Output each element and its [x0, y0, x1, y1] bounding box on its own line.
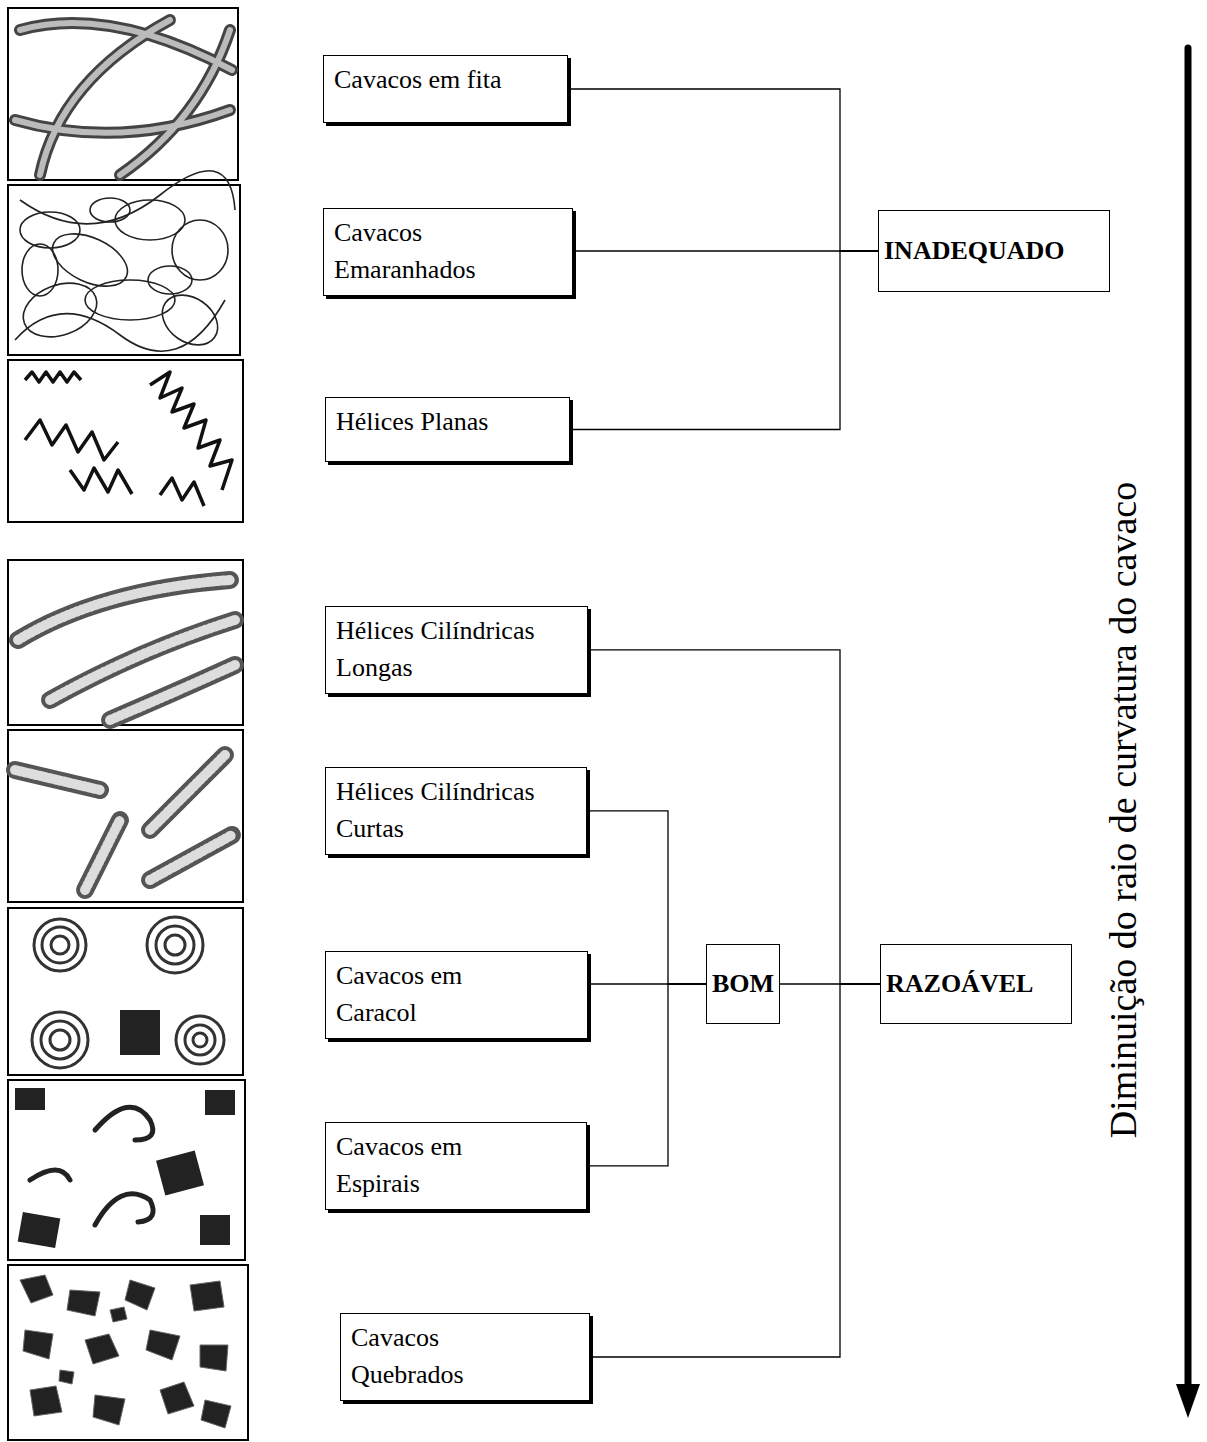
chip-type-box: Cavacos em Caracol: [325, 951, 588, 1039]
node-text: Cavacos Quebrados: [351, 1320, 501, 1394]
chip-type-box: Cavacos Quebrados: [340, 1313, 590, 1401]
node-text: Cavacos em Espirais: [336, 1129, 496, 1203]
node-text: Cavacos em fita: [334, 62, 557, 99]
node-text: Hélices Cilíndricas Longas: [336, 613, 551, 687]
node-text: Hélices Planas: [336, 404, 559, 441]
node-text: RAZOÁVEL: [886, 966, 1066, 1003]
bracket-connector: [573, 250, 878, 251]
chip-type-box: Cavacos em Espirais: [325, 1122, 587, 1210]
bracket-connector: [587, 811, 706, 984]
chip-type-box: Cavacos Emaranhados: [323, 208, 573, 296]
rating-box: INADEQUADO: [878, 210, 1110, 292]
bracket-connector: [590, 984, 880, 1357]
axis-label: Diminuição do raio de curvatura do cavac…: [1103, 482, 1145, 1138]
chip-type-box: Hélices Cilíndricas Curtas: [325, 767, 587, 855]
node-text: Cavacos em Caracol: [336, 958, 496, 1032]
bracket-connector: [568, 89, 878, 251]
bracket-connector: [588, 650, 880, 984]
bracket-connector: [570, 251, 878, 430]
node-text: Hélices Cilíndricas Curtas: [336, 774, 551, 848]
node-text: INADEQUADO: [884, 233, 1104, 270]
chip-type-box: Hélices Planas: [325, 397, 570, 462]
node-text: BOM: [712, 966, 774, 1003]
node-text: Cavacos Emaranhados: [334, 215, 494, 289]
chip-type-box: Hélices Cilíndricas Longas: [325, 606, 588, 694]
bracket-connector: [587, 984, 706, 1166]
rating-box: BOM: [706, 944, 780, 1024]
rating-box: RAZOÁVEL: [880, 944, 1072, 1024]
chip-type-box: Cavacos em fita: [323, 55, 568, 123]
